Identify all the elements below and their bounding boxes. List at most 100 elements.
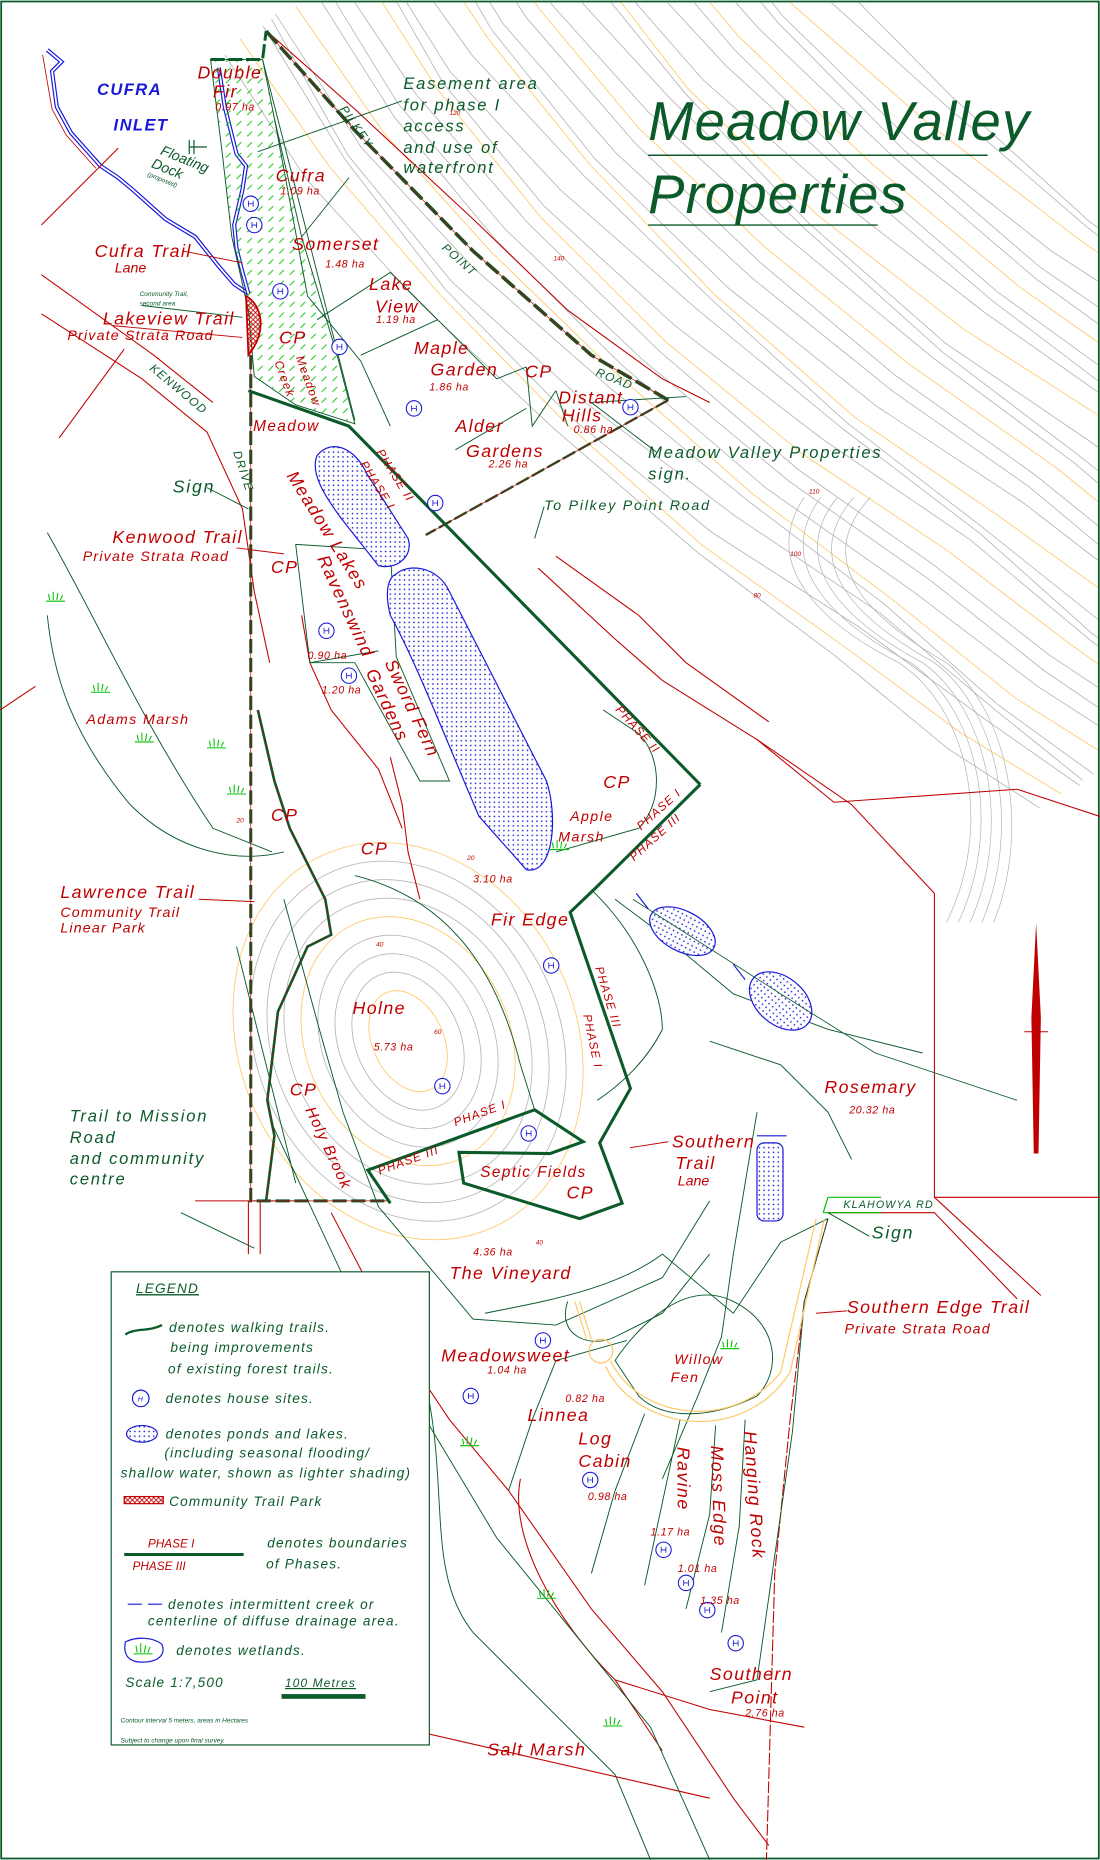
contour-label: 110 [809,489,820,496]
lot-double-fir-name-2: Fir [213,81,238,101]
wetland-icon [550,840,569,851]
contour-line [858,2,1098,229]
house-site-letter [548,962,554,969]
house-site-icon [242,195,259,212]
house-site-letter [336,343,343,350]
lot-somerset-name: Somerset [292,234,379,254]
lot-distant-hills-name-1: Distant [558,388,623,408]
house-site-icon [534,1332,552,1349]
cp-label: CP [603,772,630,792]
contour-line [620,2,1098,416]
cp-label: CP [271,805,298,825]
legend-scale: Scale 1:7,500 [125,1675,224,1690]
house-site-icon [727,1635,744,1652]
contour-line [830,2,1098,236]
house-sites [242,195,744,1652]
lot-rosemary-area: 20.32 ha [848,1104,895,1116]
salt-marsh-label: Salt Marsh [487,1740,586,1760]
house-site-icon [318,622,335,639]
klahowya-sign-note: Sign [872,1223,915,1243]
creek-line [632,898,1018,1101]
contour-lines [224,2,1098,1241]
strata-road [574,1218,825,1423]
house-site-icon [462,1387,479,1405]
southern-trail-label-1: Southern [672,1132,755,1152]
wetland-icon [603,1716,623,1727]
lot-lake-view-name-2: View [375,297,419,317]
southern-trail-label-2: Trail [675,1153,715,1173]
lot-log-cabin-name-1: Log [578,1429,612,1449]
lot-alder-gardens-area: 2.26 ha [487,459,528,471]
lot-distant-hills-name-2: Hills [562,405,603,425]
lot-alder-gardens-name-1: Alder [454,416,504,436]
contour-line [831,496,1002,924]
lot-linnea-name: Linnea [528,1405,590,1425]
contour-line [300,916,516,1167]
wetland-markers [46,591,740,1727]
pond-icon [125,1425,158,1443]
mission-note-2: Road [70,1128,117,1147]
adams-marsh-label: Adams Marsh [85,712,189,728]
contour-line [516,2,1098,526]
southern-edge-trail-sub: Private Strata Road [845,1321,991,1337]
cp-label: CP [290,1080,317,1100]
lot-maple-garden-name-1: Maple [414,338,469,358]
legend-scale-bar-label: 100 Metres [285,1676,356,1690]
house-site-letter [732,1640,739,1647]
lot-rosemary-name: Rosemary [824,1077,916,1097]
entrance-sign-note-1: Meadow Valley Properties [648,443,882,462]
house-site-icon [405,400,423,417]
house-site-letter [346,672,352,679]
contour-line [283,897,533,1185]
house-site-letter [683,1579,689,1586]
contour-line [789,2,1098,253]
house-site-icon [655,1541,672,1559]
cp-label: CP [271,557,298,577]
legend-phases-1: denotes boundaries [267,1535,408,1550]
house-site-letter [439,1083,446,1090]
contour-line [232,842,584,1241]
wetland-icon [91,682,110,693]
house-site-letter [660,1546,667,1553]
contour-line [266,879,550,1204]
legend-trail-park: Community Trail Park [169,1494,322,1509]
kenwood-trail-sub: Private Strata Road [83,549,229,565]
house-site-letter [411,405,417,412]
legend-phase-upper: PHASE I [148,1536,195,1550]
contour-line [760,2,1098,308]
lot-double-fir-name-1: Double [198,62,263,82]
legend-creek-2: centerline of diffuse drainage area. [148,1613,400,1628]
house-site-icon [331,338,348,356]
inlet-label-1: CUFRA [97,80,162,99]
legend-ponds-2: (including seasonal flooding/ [164,1446,370,1461]
contour-line [239,38,1062,795]
wetland-icon [720,1339,740,1350]
contour-line [802,496,982,924]
lot-southern-point-name-1: Southern [710,1664,793,1684]
legend-houses: denotes house sites. [166,1391,314,1406]
house-site-letter [467,1393,474,1399]
contour-line [262,26,1080,786]
pond-east-2 [748,971,813,1031]
wetland-icon [206,738,226,749]
wetland-icon [134,732,154,743]
contour-line [249,860,567,1222]
house-site-icon [434,1077,451,1095]
easement-note-5: waterfront [403,158,494,177]
house-site-icon [622,398,639,416]
lot-vineyard-name: The Vineyard [449,1263,571,1283]
wetland-icon [227,784,247,795]
legend-heading: LEGEND [136,1281,199,1296]
contour-line [381,2,1098,665]
house-site-letter [525,1130,532,1137]
legend-trails-1: denotes walking trails. [169,1320,330,1335]
lot-lines [46,59,923,1860]
willow-fen-label-1: Willow [674,1352,723,1368]
scale-bar [281,1694,366,1699]
legend-ponds-1: denotes ponds and lakes. [166,1427,349,1442]
house-site-letter [587,1477,593,1483]
contour-label: 40 [376,942,384,949]
house-site-letter [627,404,634,411]
legend-survey-note: Subject to change upon final survey. [121,1738,226,1745]
mission-note-3: and community [70,1149,205,1168]
